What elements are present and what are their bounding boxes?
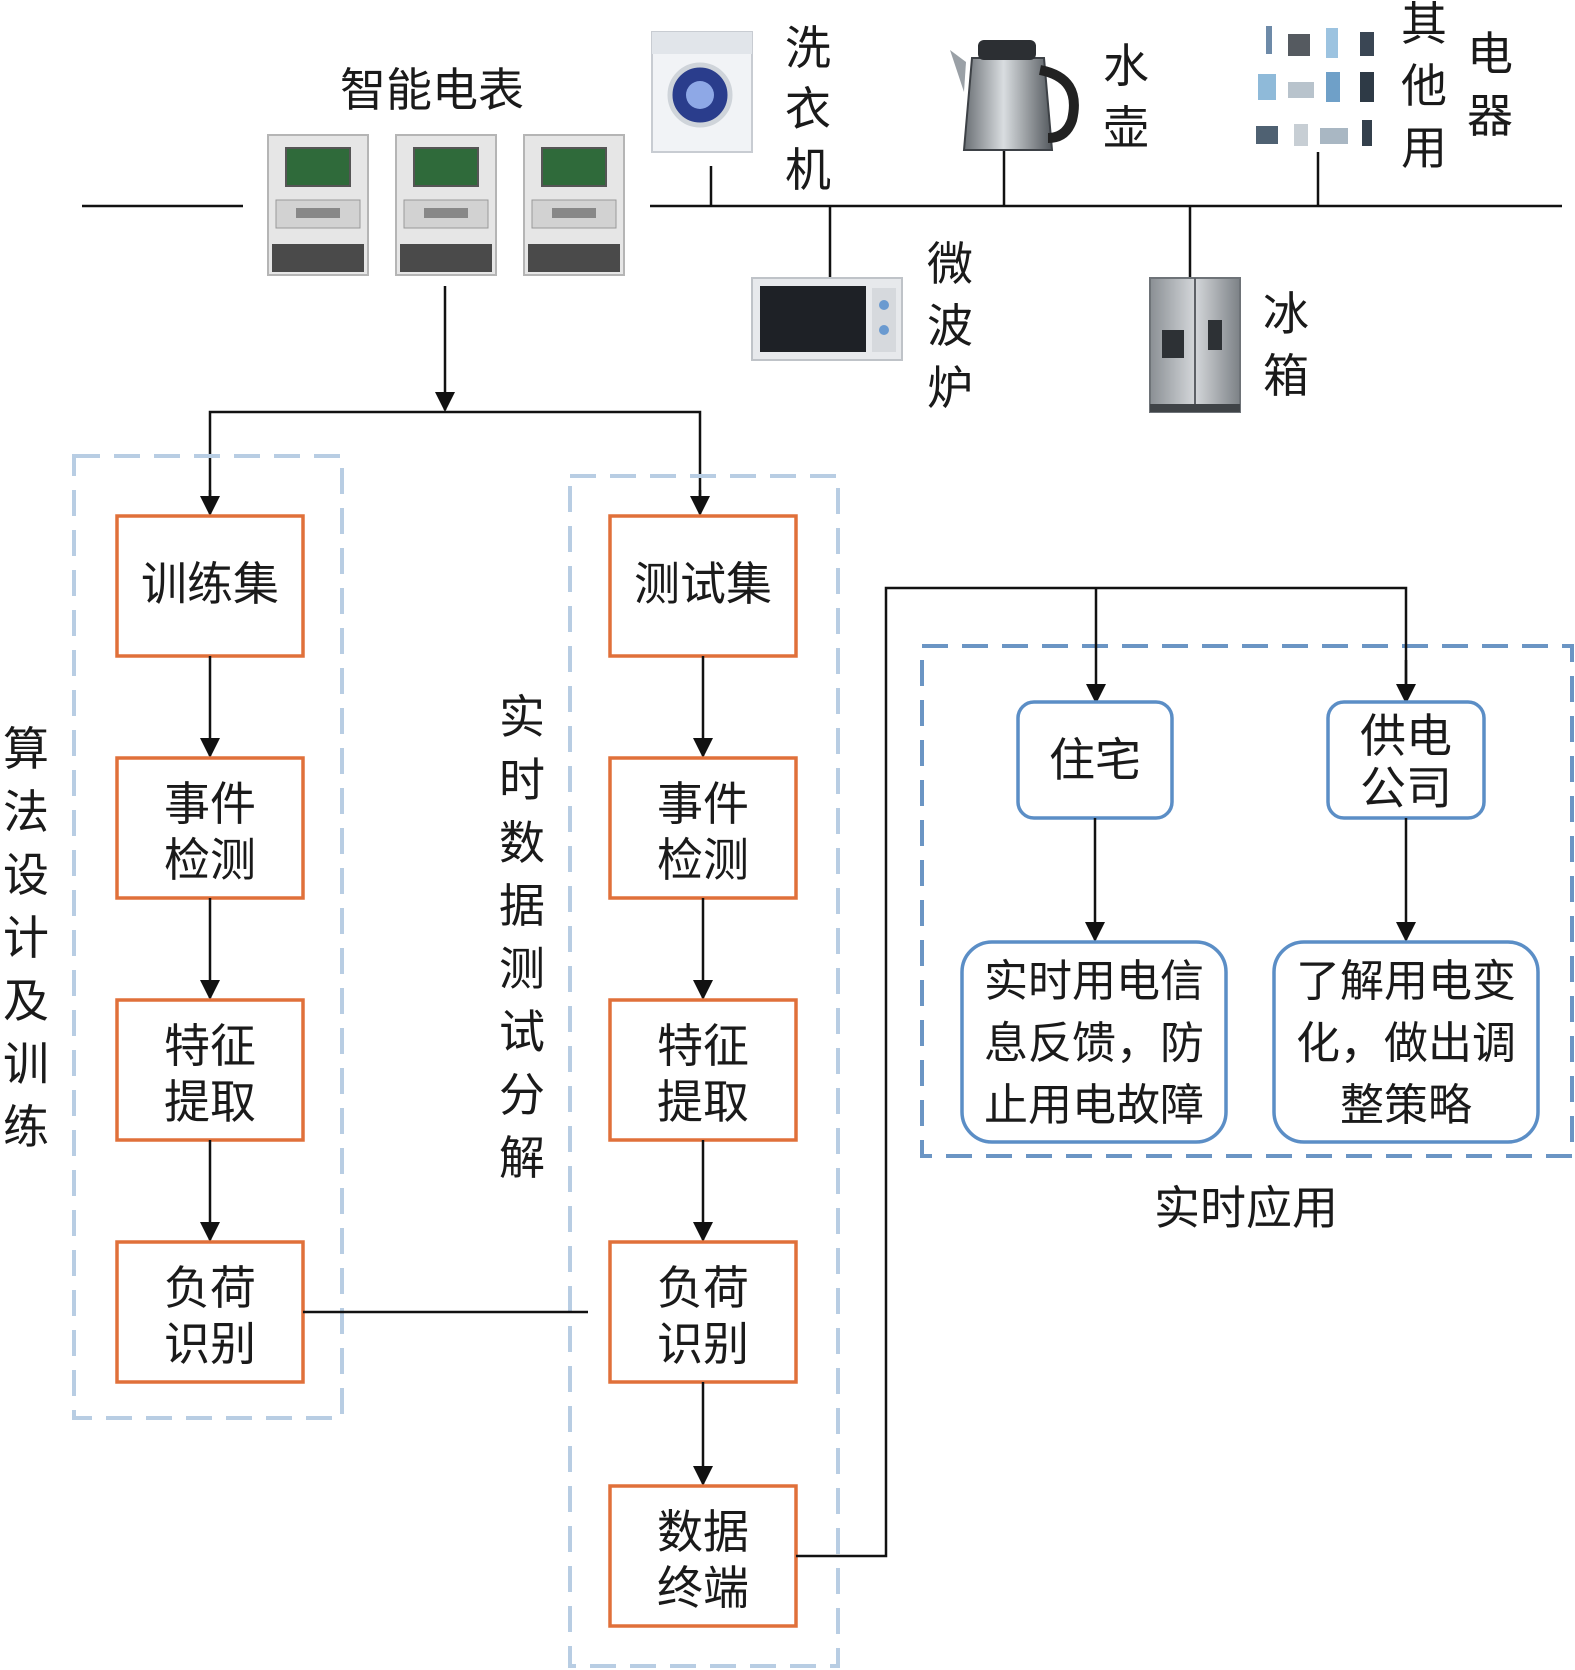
svg-text:设: 设 [3, 848, 49, 902]
test-feature-extract-box [608, 998, 798, 1142]
svg-text:机: 机 [785, 143, 831, 197]
svg-text:洗: 洗 [785, 21, 831, 75]
svg-text:他: 他 [1401, 59, 1447, 113]
fridge-label: 冰 箱 [1263, 287, 1309, 403]
test-feature-label-2: 提取 [657, 1075, 749, 1129]
kettle-label: 水 壶 [1103, 39, 1149, 155]
test-load-label-2: 识别 [657, 1317, 749, 1371]
washing-machine-icon [651, 31, 753, 153]
svg-text:练: 练 [3, 1100, 49, 1154]
residential-detail-line-3: 止用电故障 [984, 1080, 1204, 1131]
other-appliances-label: 其 他 用 电 器 [1401, 0, 1513, 175]
residential-detail-line-2: 息反馈，防 [984, 1018, 1204, 1069]
svg-text:炉: 炉 [927, 361, 973, 415]
svg-text:及: 及 [3, 974, 49, 1028]
smart-meter-icon [267, 134, 625, 276]
utility-detail-line-3: 整策略 [1340, 1080, 1472, 1131]
svg-text:据: 据 [499, 879, 545, 933]
meter-label: 智能电表 [340, 63, 524, 117]
svg-text:冰: 冰 [1263, 287, 1309, 341]
test-event-detect-label-1: 事件 [657, 777, 749, 831]
utility-detail-line-2: 化，做出调 [1296, 1018, 1516, 1069]
residential-label: 住宅 [1049, 733, 1141, 787]
residential-detail-box [960, 940, 1228, 1144]
washer-label: 洗 衣 机 [785, 21, 831, 197]
train-set-box [115, 514, 305, 658]
train-load-label-2: 识别 [164, 1317, 256, 1371]
terminal-to-apps-connector [796, 586, 1408, 1558]
train-event-detect-box [115, 756, 305, 900]
train-feature-extract-box [115, 998, 305, 1142]
testing-caption: 实 时 数 据 测 试 分 解 [499, 690, 545, 1185]
training-caption: 算 法 设 计 及 训 练 [3, 722, 49, 1154]
train-load-label-1: 负荷 [164, 1261, 256, 1315]
test-set-label: 测试集 [634, 557, 772, 611]
svg-text:其: 其 [1401, 0, 1447, 51]
train-feature-label-1: 特征 [164, 1019, 256, 1073]
train-event-detect-label-2: 检测 [164, 833, 256, 887]
svg-text:箱: 箱 [1263, 349, 1309, 403]
svg-text:壶: 壶 [1103, 101, 1149, 155]
svg-text:时: 时 [499, 753, 545, 807]
svg-text:算: 算 [3, 722, 49, 776]
svg-text:计: 计 [3, 911, 49, 965]
kettle-icon [950, 40, 1079, 151]
training-group-frame [72, 454, 344, 1420]
svg-text:衣: 衣 [785, 82, 831, 136]
microwave-label: 微 波 炉 [927, 237, 973, 415]
svg-text:实: 实 [499, 690, 545, 744]
test-event-detect-box [608, 756, 798, 900]
microwave-icon [751, 277, 903, 361]
test-set-box [608, 514, 798, 658]
data-terminal-box [608, 1484, 798, 1628]
residential-detail-line-1: 实时用电信 [984, 956, 1204, 1007]
svg-text:训: 训 [3, 1037, 49, 1091]
utility-detail-box [1272, 940, 1540, 1144]
utility-detail-line-1: 了解用电变 [1296, 956, 1516, 1007]
utility-label-2: 公司 [1360, 761, 1452, 815]
svg-text:解: 解 [499, 1131, 545, 1185]
svg-text:波: 波 [927, 299, 973, 353]
train-feature-label-2: 提取 [164, 1075, 256, 1129]
train-event-detect-label-1: 事件 [164, 777, 256, 831]
svg-text:测: 测 [499, 942, 545, 996]
train-set-label: 训练集 [141, 557, 279, 611]
utility-label-1: 供电 [1360, 709, 1452, 763]
application-caption: 实时应用 [1154, 1181, 1338, 1235]
test-feature-label-1: 特征 [657, 1019, 749, 1073]
svg-text:电: 电 [1467, 27, 1513, 81]
svg-text:用: 用 [1401, 121, 1447, 175]
application-group-frame [920, 644, 1574, 1158]
data-terminal-label-1: 数据 [657, 1505, 749, 1559]
refrigerator-icon [1149, 277, 1241, 413]
svg-text:微: 微 [927, 237, 973, 291]
test-load-label-1: 负荷 [657, 1261, 749, 1315]
svg-text:数: 数 [499, 816, 545, 870]
svg-text:水: 水 [1103, 39, 1149, 93]
svg-text:法: 法 [3, 785, 49, 839]
appliances-icon [1256, 26, 1374, 146]
svg-text:试: 试 [499, 1005, 545, 1059]
svg-text:分: 分 [499, 1068, 545, 1122]
test-event-detect-label-2: 检测 [657, 833, 749, 887]
test-load-identify-box [608, 1240, 798, 1384]
split-connector [208, 410, 702, 510]
testing-group-frame [568, 474, 840, 1668]
data-terminal-label-2: 终端 [657, 1561, 749, 1615]
svg-text:器: 器 [1467, 89, 1513, 143]
train-load-identify-box [115, 1240, 305, 1384]
